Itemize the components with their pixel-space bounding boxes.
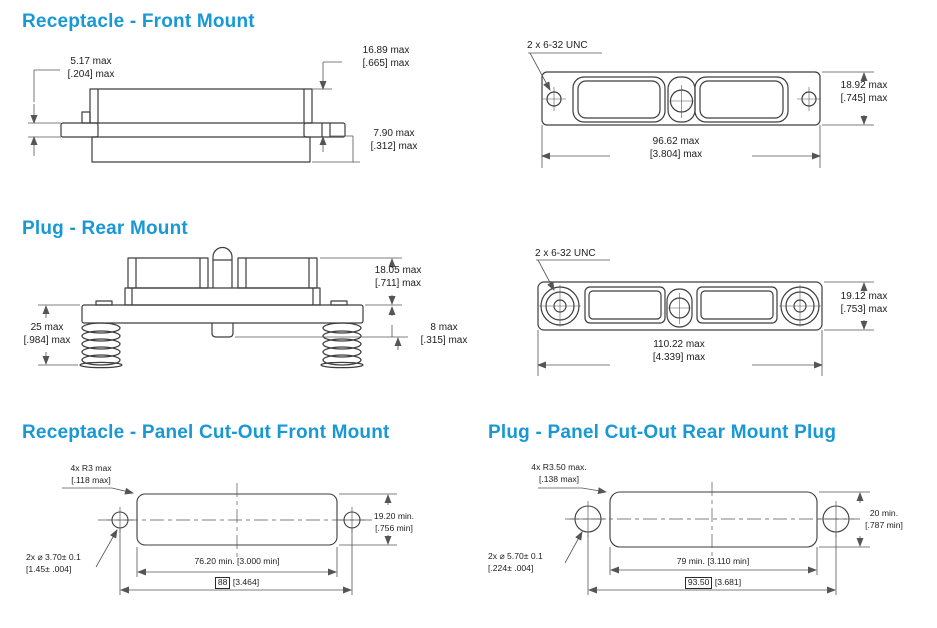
dim-imperial: [.745] max [840,93,888,105]
thread-callout: 2 x 6-32 UNC [527,40,588,51]
jackscrew-spring-right [320,322,364,369]
plug-face-dimension-lines [536,259,874,376]
plug-center-marks [539,285,821,327]
dim-cutout-height: 19.20 min. [.756 min] [362,510,426,534]
cutout-dimension-lines [62,487,397,595]
dim-metric: 110.22 max [653,339,705,350]
plug-cutout-drawing [538,482,870,595]
hole-diameter-callout: 2x ⌀ 5.70± 0.1 [.224± .004] [488,550,582,574]
thread-callout: 2 x 6-32 UNC [535,248,596,259]
dim-imperial: [.312] max [370,141,418,153]
dim-imperial: [.665] max [362,58,410,70]
dim-imperial: [.224± .004] [488,563,534,574]
dim-metric: 18.05 max [374,265,422,276]
dim-shell-height: 18.92 max [.745] max [830,79,898,105]
receptacle-center-marks [542,85,821,118]
dim-overall-height: 25 max [.984] max [16,321,78,347]
plug-face-view-drawing [536,259,874,376]
dim-imperial: [.787 min] [865,520,903,531]
dim-imperial: [.711] max [375,278,421,290]
dim-shell-height: 19.12 max [.753] max [830,290,898,316]
dim-front-height: 18.05 max [.711] max [366,264,430,290]
receptacle-side-dimension-lines [28,61,360,163]
dim-imperial: [.315] max [420,335,468,347]
section-title-receptacle-front-mount: Receptacle - Front Mount [22,11,255,32]
dim-metric: 18.92 max [840,80,888,91]
dim-metric: 7.90 max [373,128,415,139]
cutout-centerlines [565,482,860,557]
dim-metric: 16.89 max [362,45,410,56]
dim-rear-depth: 8 max [.315] max [412,321,476,347]
dim-metric: 2x ⌀ 3.70± 0.1 [26,552,81,562]
dim-shell-width: 110.22 max [4.339] max [608,338,750,364]
cutout-outline [111,493,361,546]
dim-metric: 4x R3.50 max. [531,462,587,472]
dim-imperial: [3.804] max [649,149,703,161]
hole-diameter-callout: 2x ⌀ 3.70± 0.1 [1.45± .004] [26,551,120,575]
dim-shell-width: 96.62 max [3.804] max [610,135,742,161]
dim-front-height: 16.89 max [.665] max [342,44,430,70]
dim-imperial: [3.681] [714,577,742,587]
receptacle-cutout-drawing [62,483,397,595]
hole-center-marks [107,507,365,533]
plug-side-dimension-lines [38,257,408,366]
section-title-plug-panel-cutout: Plug - Panel Cut-Out Rear Mount Plug [488,422,837,443]
dim-imperial: [3.464] [232,577,260,587]
dim-metric: 8 max [430,322,458,333]
cutout-dimension-lines [538,487,870,595]
corner-radius-callout: 4x R3.50 max. [.138 max] [520,461,598,485]
plug-body-outline [81,246,364,338]
corner-radius-callout: 4x R3 max [.118 max] [52,462,130,486]
dim-cutout-width: 76.20 min. [3.000 min] [194,556,280,566]
dim-imperial: [.204] max [67,69,115,81]
receptacle-face-view-drawing [528,52,874,168]
receptacle-body-outline [60,88,346,163]
dim-cutout-width: 79 min. [3.110 min] [676,556,750,566]
dim-boxed-value: 93.50 [684,577,713,589]
dim-metric: 2x ⌀ 5.70± 0.1 [488,551,543,561]
dim-metric: 5.17 max [70,56,112,67]
jackscrew-spring-left [79,322,123,369]
dim-imperial: [.984] max [23,335,71,347]
receptacle-face-dimension-lines [528,52,874,168]
dim-rear-depth: 7.90 max [.312] max [350,127,438,153]
dim-boxed-value: 88 [214,577,231,589]
receptacle-shell-outline [541,71,821,126]
section-title-plug-rear-mount: Plug - Rear Mount [22,218,188,239]
dim-flange-thickness: 5.17 max [.204] max [48,55,134,81]
section-title-receptacle-panel-cutout: Receptacle - Panel Cut-Out Front Mount [22,422,390,443]
dim-imperial: [1.45± .004] [26,564,72,575]
dim-hole-spacing: 93.50 [3.681] [658,576,768,589]
dim-imperial: [.138 max] [538,474,580,485]
dim-metric: 25 max [30,322,64,333]
dim-metric: 96.62 max [652,136,700,147]
dim-imperial: [.756 min] [375,523,413,534]
plug-side-view-drawing [38,246,408,369]
dim-imperial: [.753] max [840,304,888,316]
dim-cutout-height: 20 min. [.787 min] [852,507,916,531]
dim-metric: 4x R3 max [70,463,112,473]
dim-imperial: [.118 max] [71,475,111,486]
dim-imperial: [4.339] max [652,352,706,364]
cutout-centerlines [98,483,372,557]
dim-metric: 19.12 max [840,291,888,302]
hole-center-marks [570,501,854,537]
dim-metric: 20 min. [869,508,899,518]
dim-hole-spacing: 88 [3.464] [193,576,281,589]
receptacle-side-view-drawing [28,61,360,163]
dim-metric: 19.20 min. [373,511,415,521]
